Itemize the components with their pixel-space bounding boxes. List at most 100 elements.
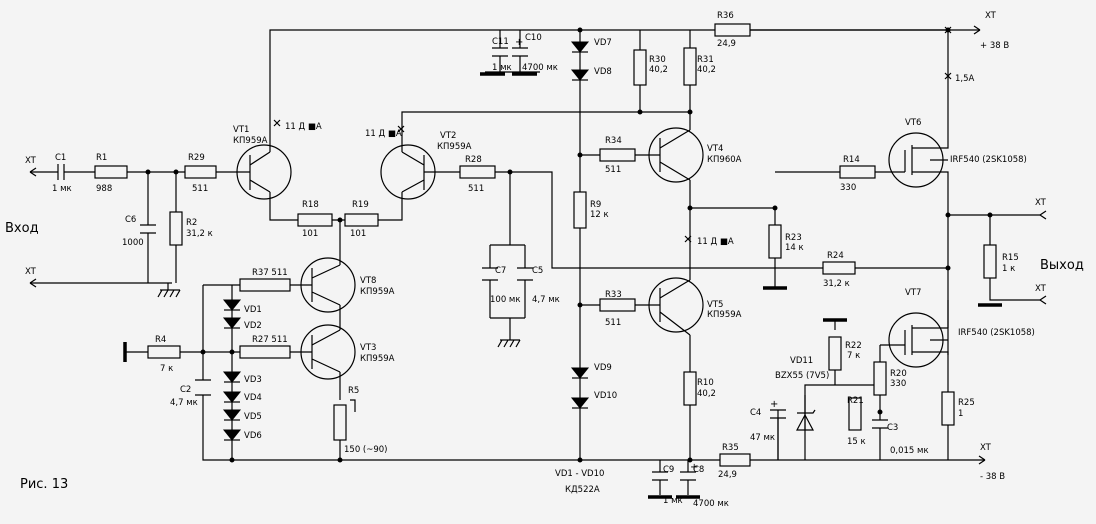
ref-r9: R9 (590, 200, 601, 210)
ref-c3: C3 (887, 423, 898, 433)
xt-neg: XT (980, 443, 992, 453)
diode-range-label: VD1 - VD10 (555, 469, 604, 479)
xt-input-gnd: XT (25, 267, 37, 277)
xt-pos: XT (985, 11, 997, 21)
ref-r2: R2 (186, 218, 197, 228)
ref-r14: R14 (843, 155, 860, 165)
ref-r22: R22 (845, 341, 862, 351)
ref-r30: R30 (649, 55, 666, 65)
xt-out: XT (1035, 198, 1047, 208)
svg-text:+: + (770, 399, 778, 410)
ref-vt1: VT1 (233, 125, 249, 135)
ref-r31: R31 (697, 55, 714, 65)
ref-vd3: VD3 (244, 375, 262, 385)
val-r29: 511 (192, 184, 208, 194)
ref-vd4: VD4 (244, 393, 262, 403)
capacitor-plates: + + + (57, 37, 888, 495)
ref-c9: C9 (663, 465, 674, 475)
val-r5: 150 (~90) (344, 445, 388, 455)
ref-c7: C7 (495, 266, 506, 276)
ref-r33: R33 (605, 290, 622, 300)
ref-vt7: VT7 (905, 288, 921, 298)
ref-r28: R28 (465, 155, 482, 165)
val-c9: 1 мк (663, 496, 683, 506)
pos-supply: + 38 В (980, 41, 1009, 51)
val-c6: 1000 (122, 238, 144, 248)
val-r36: 24,9 (717, 39, 736, 49)
svg-text:+: + (690, 462, 698, 473)
ref-r37: R37 511 (252, 268, 288, 278)
ref-vt8: VT8 (360, 276, 376, 286)
val-r30: 40,2 (649, 65, 668, 75)
diode-type-label: КД522А (565, 485, 600, 495)
diode-symbols (222, 41, 816, 441)
val-r2: 31,2 к (186, 229, 213, 239)
ref-vd11: VD11 (790, 356, 813, 366)
ref-r19: R19 (352, 200, 369, 210)
ref-vd9: VD9 (594, 363, 612, 373)
ref-r25: R25 (958, 398, 975, 408)
val-r23: 14 к (785, 243, 804, 253)
val-r18: 101 (302, 229, 318, 239)
val-vt8: КП959А (360, 287, 395, 297)
ref-c11: C11 (492, 37, 509, 47)
val-vd11: BZX55 (7V5) (775, 371, 829, 381)
val-vt5: КП959А (707, 310, 742, 320)
ref-vd8: VD8 (594, 67, 612, 77)
val-c4: 47 мк (750, 433, 775, 443)
figure-caption: Рис. 13 (20, 477, 68, 492)
ref-c8: C8 (693, 465, 704, 475)
current-vt4: 11 Д ■А (697, 237, 734, 247)
current-1-5a: 1,5А (955, 74, 975, 84)
ref-vd10: VD10 (594, 391, 617, 401)
val-r10: 40,2 (697, 389, 716, 399)
val-c8: 4700 мк (693, 499, 729, 509)
val-r22: 7 к (847, 351, 860, 361)
val-r31: 40,2 (697, 65, 716, 75)
measurement-marks (273, 26, 952, 243)
terminal-arrows (29, 25, 1047, 465)
val-vt3: КП959А (360, 354, 395, 364)
ref-vd1: VD1 (244, 305, 262, 315)
val-r19: 101 (350, 229, 366, 239)
ref-r1: R1 (96, 153, 107, 163)
resistor-bodies (94, 23, 997, 467)
val-r24: 31,2 к (823, 279, 850, 289)
ref-r4: R4 (155, 335, 166, 345)
svg-text:+: + (515, 37, 523, 48)
xt-input: XT (25, 156, 37, 166)
output-label: Выход (1040, 258, 1084, 273)
ref-r36: R36 (717, 11, 734, 21)
val-vt4: КП960А (707, 155, 742, 165)
val-r35: 24,9 (718, 470, 737, 480)
ref-r24: R24 (827, 251, 844, 261)
ref-r23: R23 (785, 233, 802, 243)
val-c11: 1 мк (492, 63, 512, 73)
current-vt1: 11 Д ■А (285, 122, 322, 132)
ref-vt2: VT2 (440, 131, 456, 141)
val-r28: 511 (468, 184, 484, 194)
transistor-symbols (236, 127, 949, 380)
val-r4: 7 к (160, 364, 173, 374)
val-r33: 511 (605, 318, 621, 328)
ref-vd7: VD7 (594, 38, 612, 48)
junctions (145, 27, 993, 463)
val-vt7: IRF540 (2SK1058) (958, 328, 1035, 338)
ref-vt5: VT5 (707, 300, 723, 310)
ref-r29: R29 (188, 153, 205, 163)
val-r9: 12 к (590, 210, 609, 220)
ref-c2: C2 (180, 385, 191, 395)
val-c5: 4,7 мк (532, 295, 560, 305)
ref-c10: C10 (525, 33, 542, 43)
ref-c4: C4 (750, 408, 761, 418)
val-c3: 0,015 мк (890, 446, 929, 456)
ref-vt6: VT6 (905, 118, 921, 128)
val-c10: 4700 мк (522, 63, 558, 73)
ref-r34: R34 (605, 136, 622, 146)
ref-c5: C5 (532, 266, 543, 276)
input-label: Вход (5, 221, 39, 236)
val-r15: 1 к (1002, 264, 1015, 274)
current-vt2: 11 Д ■А (365, 129, 402, 139)
ref-vd5: VD5 (244, 412, 262, 422)
ref-vt3: VT3 (360, 343, 376, 353)
